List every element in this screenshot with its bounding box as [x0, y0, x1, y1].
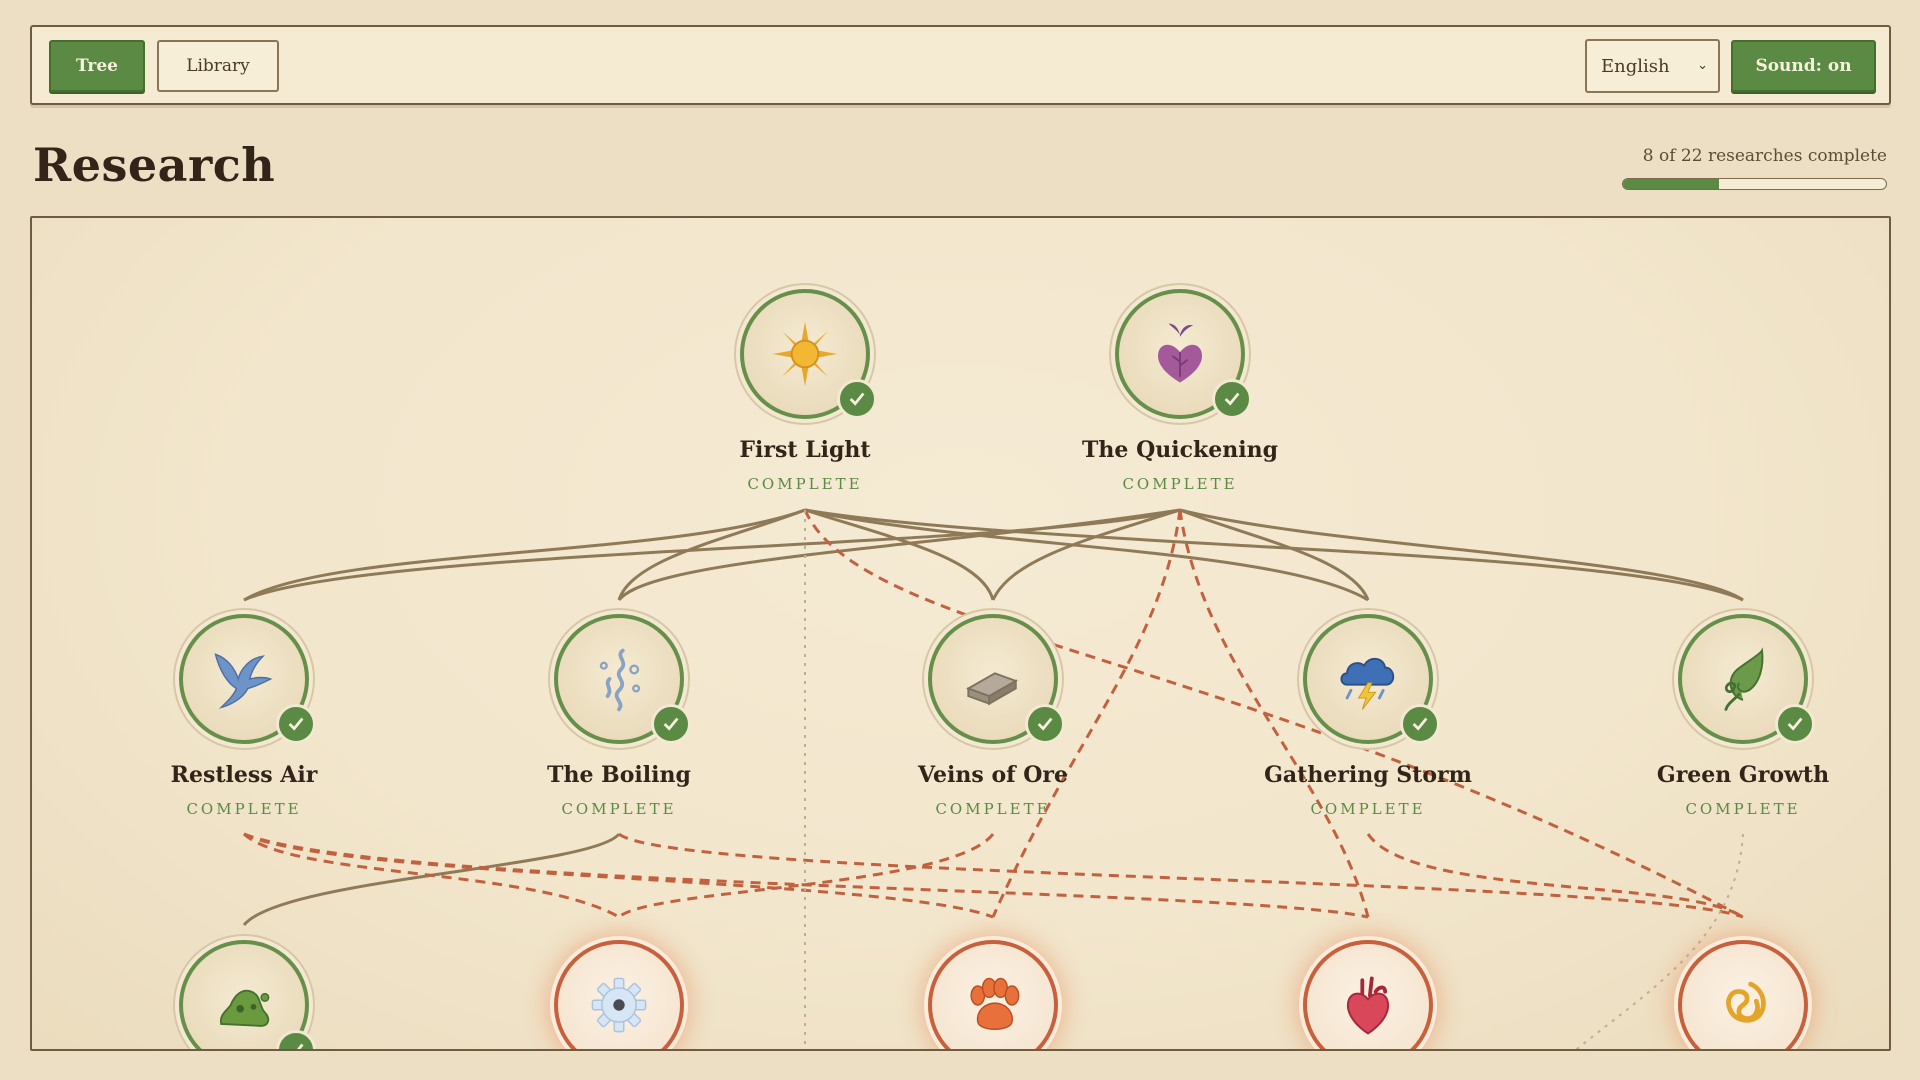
heart-icon — [1347, 976, 1389, 1035]
storm-cloud-icon — [1340, 657, 1395, 710]
sound-toggle-button[interactable]: Sound: on — [1731, 40, 1876, 92]
language-select[interactable]: English ⌄ — [1585, 39, 1720, 93]
node-status: COMPLETE — [1310, 800, 1426, 818]
connection-line — [803, 509, 1744, 919]
complete-check-icon — [837, 379, 877, 419]
node-icon-circle — [554, 940, 684, 1049]
connection-line — [618, 832, 1744, 919]
research-tree-panel[interactable]: First Light COMPLETE The Quickening COMP… — [30, 216, 1891, 1051]
connection-line — [242, 832, 620, 919]
progress-text: 8 of 22 researches complete — [1642, 146, 1887, 166]
node-icon-circle — [928, 614, 1058, 744]
node-icon-circle — [1303, 614, 1433, 744]
steam-swirl-icon — [599, 648, 641, 712]
connection-line — [243, 832, 994, 919]
complete-check-icon — [276, 704, 316, 744]
connection-line — [1178, 509, 1370, 918]
connection-line — [243, 508, 806, 602]
complete-check-icon — [1775, 704, 1815, 744]
progress-bar — [1622, 178, 1887, 190]
connection-line — [243, 832, 1369, 919]
pending-connections — [242, 509, 1744, 919]
language-select-value: English — [1601, 55, 1670, 77]
tab-library[interactable]: Library — [157, 40, 279, 92]
gear-icon — [591, 977, 647, 1033]
connection-line — [242, 832, 621, 926]
connection-line — [804, 508, 1744, 602]
progress-bar-fill — [1623, 179, 1719, 189]
node-title: Veins of Ore — [918, 762, 1068, 788]
bird-icon — [214, 653, 273, 709]
connection-line — [804, 508, 1369, 602]
node-title: The Quickening — [1082, 437, 1278, 463]
sun-icon — [772, 321, 838, 387]
paw-icon — [970, 977, 1020, 1030]
node-title: Gathering Storm — [1264, 762, 1472, 788]
connection-line — [991, 508, 1181, 601]
node-status: COMPLETE — [561, 800, 677, 818]
node-status: COMPLETE — [186, 800, 302, 818]
node-icon-circle — [1678, 940, 1808, 1049]
top-toolbar: Tree Library English ⌄ Sound: on — [30, 25, 1891, 105]
connection-line — [1179, 508, 1370, 601]
node-icon-circle — [928, 940, 1058, 1049]
node-icon-circle — [1303, 940, 1433, 1049]
solid-connections — [242, 508, 1744, 926]
chevron-down-icon: ⌄ — [1697, 58, 1708, 73]
complete-check-icon — [1025, 704, 1065, 744]
node-title: First Light — [739, 437, 871, 463]
node-status: COMPLETE — [935, 800, 1051, 818]
node-status: COMPLETE — [747, 475, 863, 493]
leaf-spiral-icon — [1724, 647, 1764, 711]
complete-check-icon — [1400, 704, 1440, 744]
sprouting-heart-icon — [1157, 323, 1203, 383]
slime-icon — [219, 989, 270, 1027]
connection-line — [1575, 833, 1744, 1049]
complete-check-icon — [1212, 379, 1252, 419]
tab-tree[interactable]: Tree — [49, 40, 145, 92]
connection-line — [618, 833, 995, 919]
connection-line — [617, 508, 806, 601]
node-title: Green Growth — [1656, 762, 1830, 788]
connection-line — [1179, 508, 1744, 602]
connection-line — [243, 508, 1181, 602]
vortex-icon — [1726, 981, 1766, 1023]
connection-line — [991, 509, 1182, 918]
page-title: Research — [33, 138, 276, 192]
ingot-icon — [966, 672, 1019, 706]
connection-line — [1366, 833, 1744, 919]
connection-lines — [242, 508, 1744, 1049]
locked-connections — [804, 510, 1744, 1049]
complete-check-icon — [651, 704, 691, 744]
node-status: COMPLETE — [1685, 800, 1801, 818]
node-status: COMPLETE — [1122, 475, 1238, 493]
connection-line — [617, 508, 1181, 601]
node-title: The Boiling — [547, 762, 691, 788]
connection-line — [804, 508, 995, 601]
node-title: Restless Air — [170, 762, 318, 788]
